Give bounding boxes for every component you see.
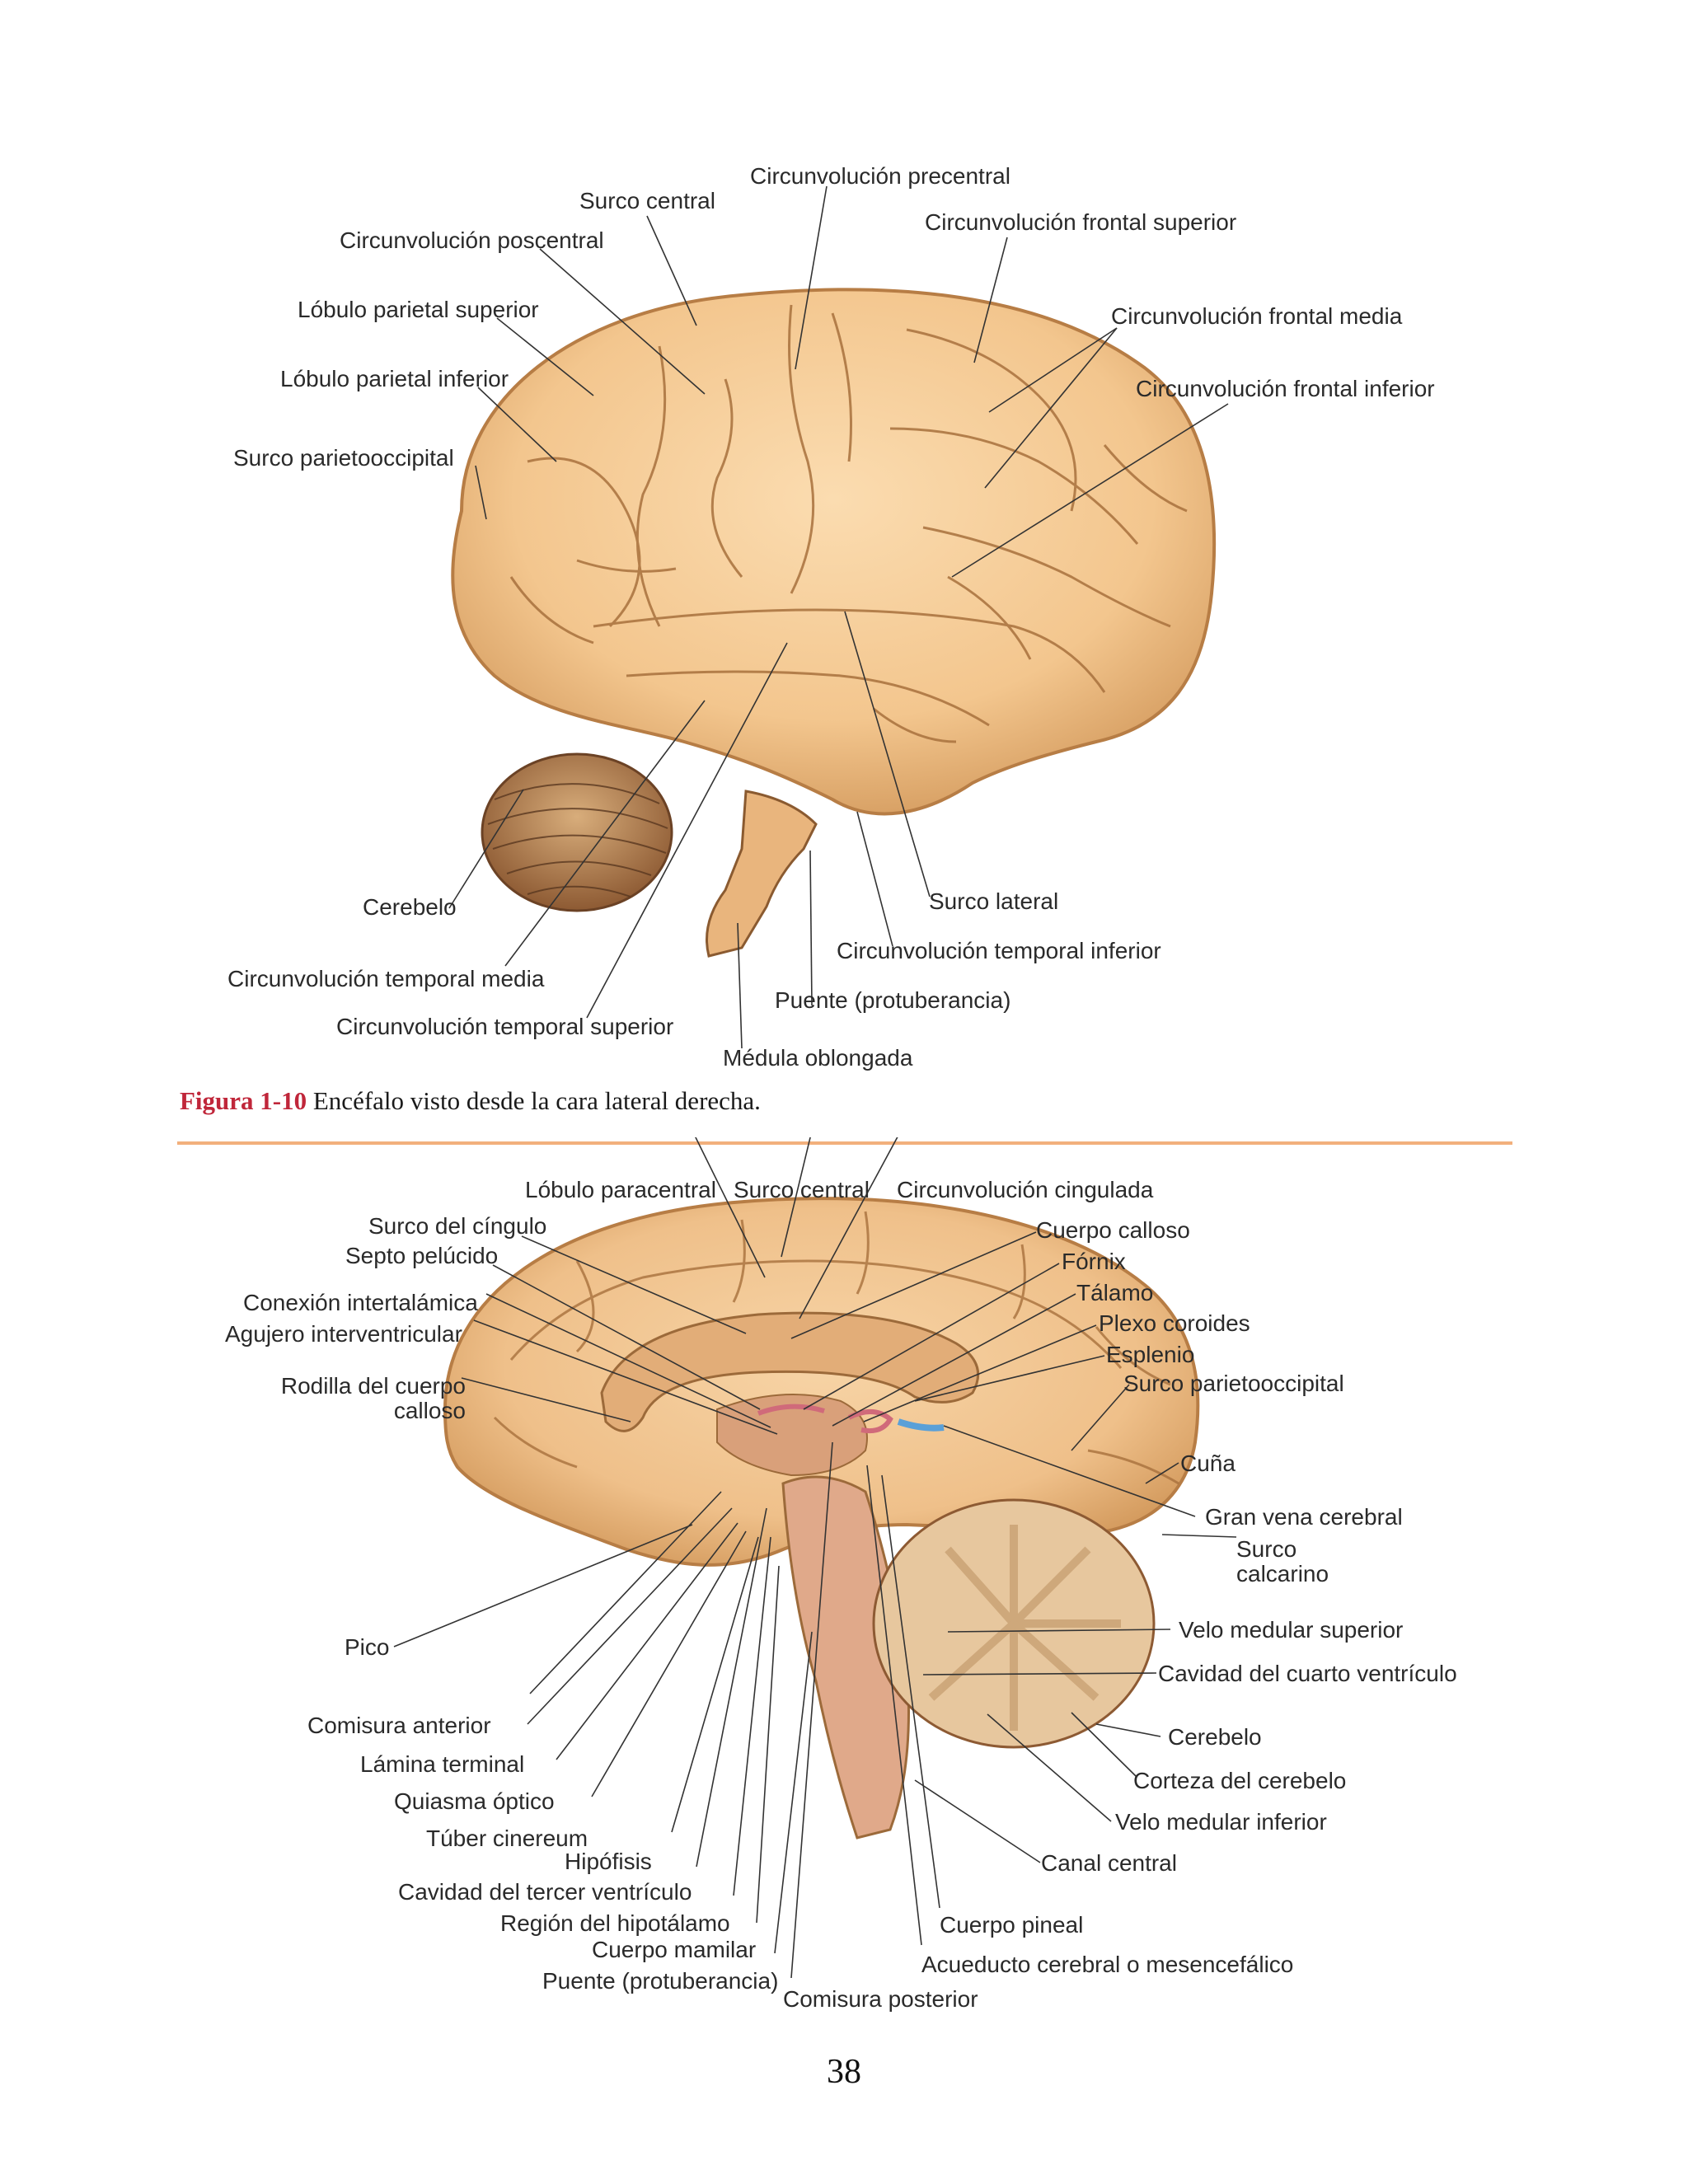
label-circunvolucion-temporal-media: Circunvolución temporal media (227, 966, 545, 991)
label-plexo-coroides: Plexo coroides (1099, 1310, 1250, 1336)
brain-lateral-illustration (448, 185, 1229, 1049)
cerebrum-shape (451, 288, 1217, 816)
label-surco-central-medial: Surco central (734, 1177, 870, 1202)
label-circunvolucion-poscentral: Circunvolución poscentral (340, 227, 604, 253)
figure-caption-text: Encéfalo visto desde la cara lateral der… (307, 1086, 761, 1115)
label-hipofisis: Hipófisis (565, 1849, 652, 1874)
brainstem-medial-shape (781, 1475, 910, 1840)
label-circunvolucion-temporal-inferior: Circunvolución temporal inferior (837, 938, 1161, 963)
figure-number: Figura 1-10 (180, 1086, 307, 1115)
label-acueducto-cerebral: Acueducto cerebral o mesencefálico (921, 1952, 1294, 1977)
label-circunvolucion-precentral: Circunvolución precentral (750, 163, 1010, 189)
label-cuerpo-mamilar: Cuerpo mamilar (592, 1937, 757, 1962)
label-surco-central: Surco central (579, 188, 715, 213)
brainstem-shape (706, 790, 818, 958)
label-surco-parietooccipital-medial: Surco parietooccipital (1123, 1371, 1344, 1396)
label-puente: Puente (protuberancia) (775, 987, 1011, 1013)
label-surco-parietooccipital: Surco parietooccipital (233, 445, 454, 471)
label-circunvolucion-frontal-inferior: Circunvolución frontal inferior (1136, 376, 1435, 401)
label-esplenio: Esplenio (1106, 1342, 1195, 1367)
label-fornix: Fórnix (1062, 1249, 1126, 1274)
label-talamo: Tálamo (1076, 1280, 1154, 1305)
label-circunvolucion-frontal-media: Circunvolución frontal media (1111, 303, 1403, 329)
label-circunvolucion-temporal-superior: Circunvolución temporal superior (336, 1014, 674, 1039)
label-pico: Pico (345, 1634, 390, 1660)
label-velo-medular-inferior: Velo medular inferior (1115, 1809, 1327, 1835)
label-circunvolucion-cingulada: Circunvolución cingulada (897, 1177, 1154, 1202)
label-canal-central: Canal central (1041, 1850, 1177, 1876)
label-cuerpo-calloso: Cuerpo calloso (1036, 1217, 1190, 1243)
label-cavidad-tercer-ventriculo: Cavidad del tercer ventrículo (398, 1879, 692, 1905)
label-conexion-intertalamica: Conexión intertalámica (243, 1290, 478, 1315)
label-corteza-del-cerebelo: Corteza del cerebelo (1133, 1768, 1347, 1793)
label-tuber-cinereum: Túber cinereum (426, 1825, 588, 1851)
label-surco-calcarino: Surco calcarino (1236, 1536, 1329, 1586)
figure-medial-view (0, 1137, 1688, 2027)
label-lobulo-paracentral: Lóbulo paracentral (525, 1177, 716, 1202)
label-circunvolucion-frontal-superior: Circunvolución frontal superior (925, 209, 1237, 235)
label-puente-medial: Puente (protuberancia) (542, 1968, 779, 1994)
figure-lateral-view (0, 0, 1688, 1080)
label-quiasma-optico: Quiasma óptico (394, 1788, 555, 1814)
label-lamina-terminal: Lámina terminal (360, 1751, 525, 1777)
label-septo-pelucido: Septo pelúcido (345, 1243, 499, 1268)
cerebellum-shape (481, 752, 673, 912)
label-cerebelo-medial: Cerebelo (1168, 1724, 1262, 1750)
label-surco-del-cingulo: Surco del cíngulo (368, 1213, 547, 1239)
label-comisura-anterior: Comisura anterior (307, 1713, 491, 1738)
section-divider (177, 1141, 1512, 1145)
cerebrum-medial-shape (443, 1197, 1200, 1567)
label-cavidad-cuarto-ventriculo: Cavidad del cuarto ventrículo (1158, 1661, 1457, 1686)
label-cuerpo-pineal: Cuerpo pineal (940, 1912, 1084, 1938)
label-cerebelo: Cerebelo (363, 894, 457, 920)
label-agujero-interventricular: Agujero interventricular (225, 1321, 462, 1347)
label-surco-lateral: Surco lateral (929, 888, 1059, 914)
figure-caption: Figura 1-10 Encéfalo visto desde la cara… (180, 1086, 761, 1116)
label-velo-medular-superior: Velo medular superior (1179, 1617, 1404, 1643)
label-comisura-posterior: Comisura posterior (783, 1986, 978, 2012)
label-cuna: Cuña (1180, 1451, 1236, 1476)
page-number: 38 (827, 2053, 861, 2091)
thalamus-shape (716, 1394, 868, 1477)
label-gran-vena-cerebral: Gran vena cerebral (1205, 1504, 1403, 1530)
label-medula-oblongada: Médula oblongada (723, 1045, 913, 1071)
label-rodilla-cuerpo-calloso: Rodilla del cuerpo calloso (280, 1373, 466, 1423)
label-lobulo-parietal-superior: Lóbulo parietal superior (298, 297, 539, 322)
label-lobulo-parietal-inferior: Lóbulo parietal inferior (280, 366, 509, 391)
brain-medial-illustration (393, 1137, 1237, 1979)
label-region-hipotalamo: Región del hipotálamo (500, 1910, 730, 1936)
